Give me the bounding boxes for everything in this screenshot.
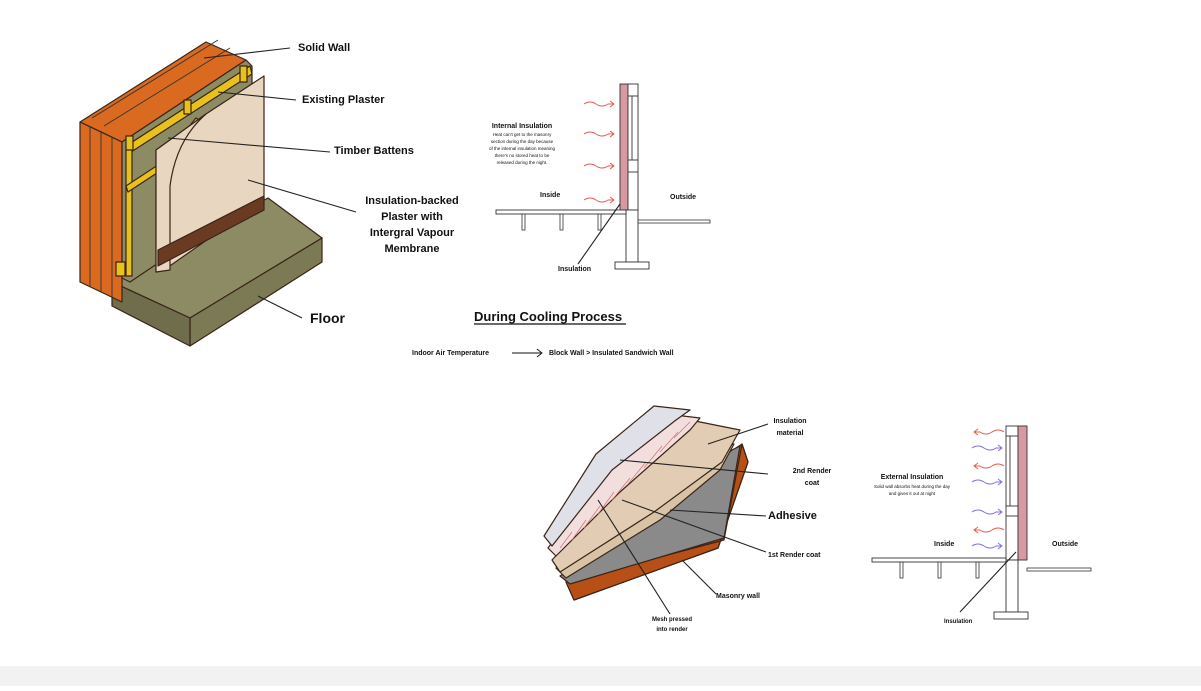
label-insulation-material-2: material [777, 430, 804, 437]
external-section [871, 425, 1092, 620]
internal-section-outside: Outside [670, 194, 696, 201]
external-wall-upper [1005, 425, 1019, 561]
internal-section-note-3: of the internal insulation meaning [489, 146, 556, 151]
internal-section-note-4: there's no stored heat to be [495, 153, 550, 158]
internal-section-note-1: Heat can't get to the masonry [493, 132, 552, 137]
external-ground-outside [1026, 567, 1092, 572]
label-floor: Floor [310, 310, 346, 326]
external-wall-foundation [1005, 559, 1019, 613]
masonry-wall-edge [565, 443, 749, 601]
label-masonry-wall: Masonry wall [716, 593, 760, 600]
cooling-arrow-icon [512, 348, 543, 358]
cooling-title: During Cooling Process [474, 309, 622, 324]
external-section-outside: Outside [1052, 541, 1078, 548]
heat-arrows-external-blue [971, 444, 1003, 550]
internal-wall-foundation [625, 209, 639, 263]
external-section-inside: Inside [934, 541, 954, 548]
solid-wall-layer-line [91, 39, 219, 119]
internal-floor-slab [495, 209, 627, 215]
heat-arrows-external-red [973, 428, 1005, 534]
external-section-note-1: Solid wall absorbs heat during the day [874, 484, 951, 489]
label-insulation-backed-line3: Intergral Vapour [370, 227, 455, 239]
external-layers-leaders [597, 423, 769, 615]
label-render-2nd-2: coat [805, 480, 820, 487]
label-insulation-backed-line1: Insulation-backed [365, 195, 459, 207]
label-timber-battens: Timber Battens [334, 145, 414, 157]
cooling-relation-right: Block Wall > Insulated Sandwich Wall [549, 350, 674, 357]
external-section-note-2: and gives it out at night [889, 491, 936, 496]
internal-section-note-5: released during the night. [497, 160, 548, 165]
label-insulation-backed-line2: Plaster with [381, 211, 443, 223]
external-floor-slab [871, 557, 1007, 563]
internal-wall-leaders [167, 47, 357, 319]
external-section-title: External Insulation [881, 474, 944, 481]
label-insulation-backed-line4: Membrane [384, 243, 439, 255]
cooling-relation-left: Indoor Air Temperature [412, 350, 489, 357]
external-footing [993, 611, 1029, 620]
render-coat-2 [543, 405, 691, 547]
plaster-peel-curve [155, 113, 207, 273]
external-layers-3d [543, 405, 749, 601]
label-insulation-material-1: Insulation [773, 418, 806, 425]
external-section-insulation: Insulation [944, 619, 973, 625]
internal-section-title: Internal Insulation [492, 123, 552, 130]
bottom-band [0, 666, 1201, 686]
internal-wall-upper [627, 83, 639, 211]
solid-wall-layer-line [103, 47, 231, 127]
internal-section-inside: Inside [540, 192, 560, 199]
heat-arrows-internal [583, 100, 615, 204]
label-adhesive: Adhesive [768, 510, 817, 522]
mesh-hatch [559, 421, 691, 549]
internal-insulation-strip [619, 83, 629, 211]
label-mesh-2: into render [656, 627, 688, 633]
label-existing-plaster: Existing Plaster [302, 94, 385, 106]
skirting-board [157, 195, 265, 267]
label-render-2nd-1: 2nd Render [793, 468, 832, 475]
internal-footing [614, 261, 650, 270]
internal-section-note-2: section during the day because [491, 139, 554, 144]
internal-section [495, 83, 711, 270]
internal-section-insulation: Insulation [558, 266, 591, 273]
floor-slab-side [111, 281, 191, 347]
label-render-1st: 1st Render coat [768, 552, 821, 559]
external-insulation-strip [1017, 425, 1028, 561]
label-mesh-1: Mesh pressed [652, 617, 692, 623]
label-solid-wall: Solid Wall [298, 42, 350, 54]
internal-ground-outside [637, 219, 711, 224]
internal-wall-3d [79, 39, 323, 347]
